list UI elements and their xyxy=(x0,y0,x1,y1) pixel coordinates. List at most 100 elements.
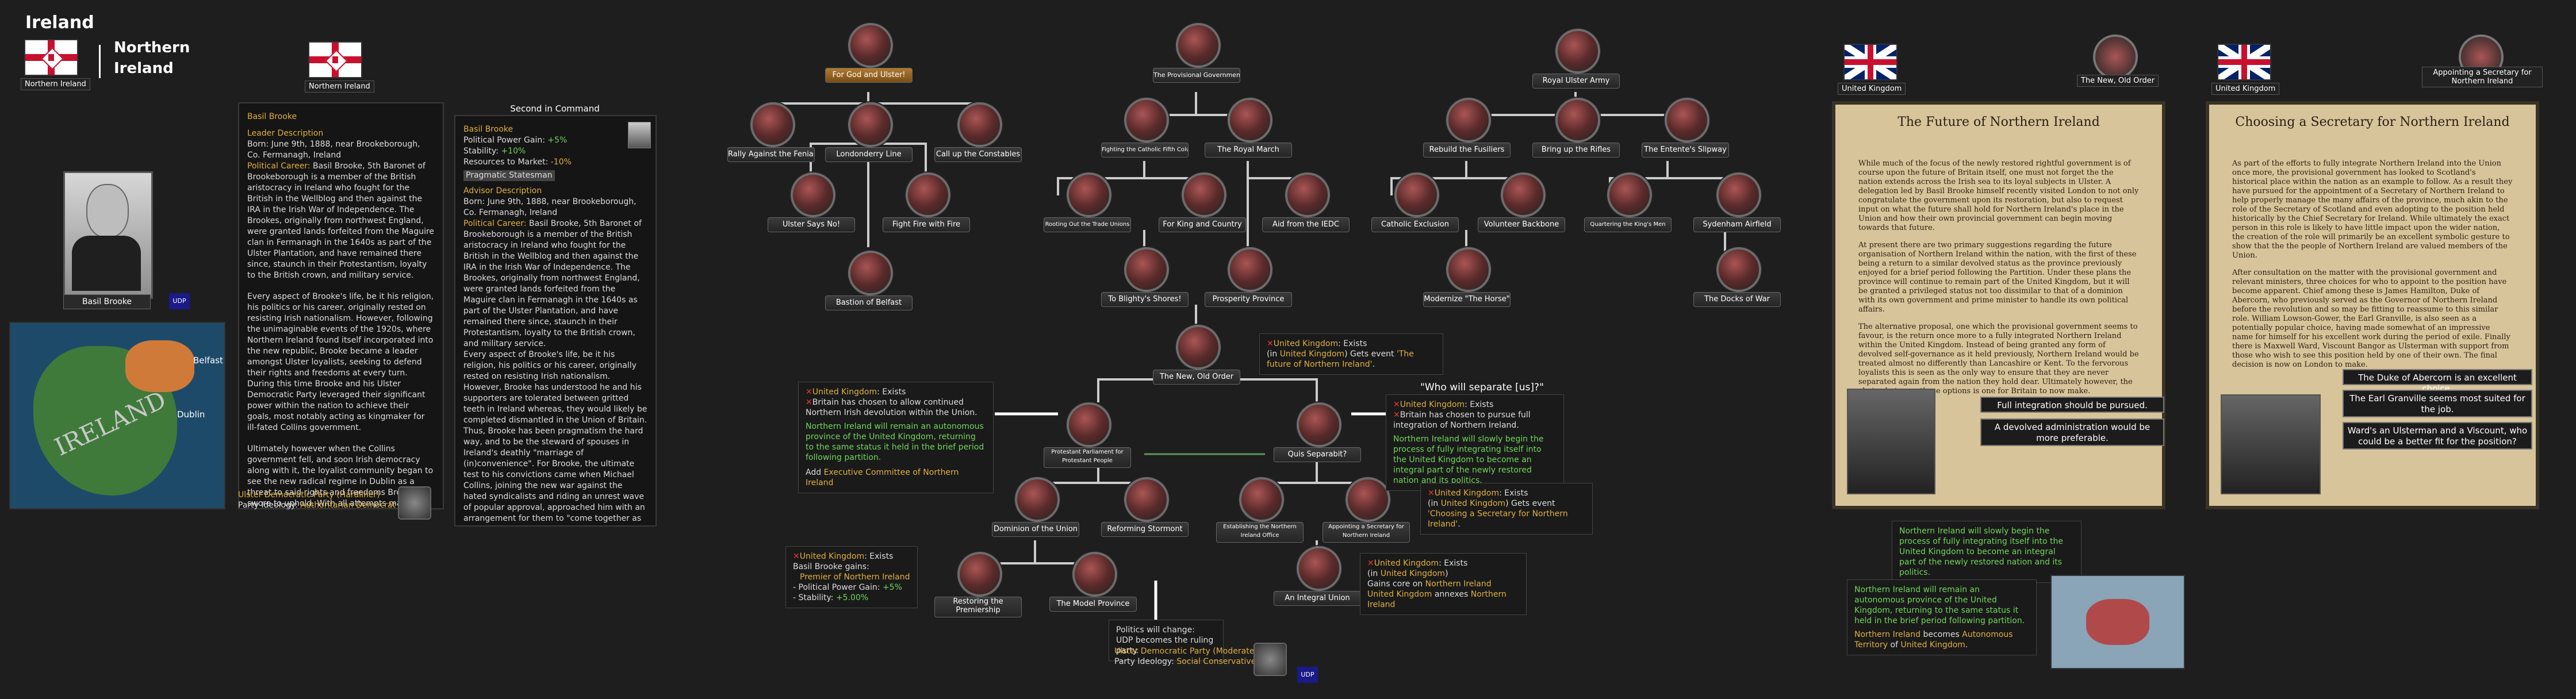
ireland-map[interactable]: IRELAND Belfast Dublin xyxy=(9,322,225,509)
focus-model[interactable]: The Model Province xyxy=(1049,552,1137,621)
e2-opt-ward[interactable]: Ward's an Ulsterman and a Viscount, who … xyxy=(2343,422,2532,450)
t3-line: Britain has chosen to pursue full integr… xyxy=(1393,410,1531,430)
uk-flag-label-1: United Kingdom xyxy=(1838,83,1906,95)
t1-exists: : Exists xyxy=(1338,339,1367,348)
e2-opt-granville[interactable]: The Earl Granville seems most suited for… xyxy=(2343,390,2532,417)
focus-icon xyxy=(1239,477,1284,522)
e1-opt-integration[interactable]: Full integration should be pursued. xyxy=(1980,397,2164,413)
t4-end: . xyxy=(1458,520,1460,529)
focus-rua[interactable]: Royal Ulster Army xyxy=(1532,29,1620,98)
uk-flag-2 xyxy=(2217,44,2271,80)
focus-restoring[interactable]: Restoring the Premiership xyxy=(934,552,1022,621)
t6-country: United Kingdom xyxy=(1374,559,1439,568)
focus-icon xyxy=(791,172,835,217)
focus-royal-march[interactable]: The Royal March xyxy=(1205,98,1292,167)
focus-integral[interactable]: An Integral Union xyxy=(1274,546,1361,615)
mini-map-land xyxy=(2086,599,2149,645)
portrait-suit-icon xyxy=(72,236,141,291)
second-panel: Basil Brooke Political Power Gain: +5% S… xyxy=(454,115,657,527)
x-icon: ✕ xyxy=(806,398,812,407)
second-stab: Stability: xyxy=(463,147,501,156)
party-badge: UDP xyxy=(169,293,190,309)
e2-opt-abercorn[interactable]: The Duke of Abercorn is an excellent cho… xyxy=(2343,369,2532,394)
focus-fusiliers[interactable]: Rebuild the Fusiliers xyxy=(1423,98,1511,167)
t10-uk: United Kingdom xyxy=(1900,640,1965,650)
focus-icon xyxy=(1446,247,1491,292)
t2-add: Executive Committee of Northern Ireland xyxy=(806,468,959,487)
focus-sydenham[interactable]: Sydenham Airfield xyxy=(1693,172,1781,241)
focus-icon xyxy=(906,172,950,217)
event-future-ni[interactable]: The Future of Northern Ireland While muc… xyxy=(1832,101,2165,509)
t8-party: Ulster Democratic Party (Moderates) xyxy=(1114,647,1262,656)
party-emblem-icon xyxy=(398,486,431,520)
event-photo xyxy=(1847,389,1935,494)
udp-emblem-icon xyxy=(1254,643,1287,676)
leader-desc-head: Leader Description xyxy=(247,129,324,138)
focus-king-country[interactable]: For King and Country xyxy=(1159,172,1246,241)
event-photo xyxy=(2221,394,2321,494)
t4-exists: : Exists xyxy=(1499,489,1528,498)
focus-new-old-order[interactable]: The New, Old Order xyxy=(1153,325,1240,394)
second-title: Second in Command xyxy=(510,103,600,114)
focus-docks[interactable]: The Docks of War xyxy=(1693,247,1781,316)
t1-event: 'The future of Northern Ireland' xyxy=(1267,350,1414,369)
focus-prosperity[interactable]: Prosperity Province xyxy=(1205,247,1292,316)
second-p2: Every aspect of Brooke's life, be it his… xyxy=(463,350,647,525)
focus-slipway[interactable]: The Entente's Slipway xyxy=(1642,98,1729,167)
focus-icon xyxy=(750,102,795,147)
focus-for-god[interactable]: For God and Ulster! xyxy=(825,23,913,92)
t1-country: United Kingdom xyxy=(1273,339,1339,348)
focus-rooting[interactable]: Rooting Out the Trade Unions xyxy=(1044,172,1131,241)
focus-catholic-fifth[interactable]: Fighting the Catholic Fifth Column xyxy=(1101,98,1189,167)
focus-icon xyxy=(1228,98,1272,143)
mini-map[interactable] xyxy=(2050,575,2185,669)
focus-ulster-says-no[interactable]: Ulster Says No! xyxy=(768,172,855,241)
e2-p1: As part of the efforts to fully integrat… xyxy=(2232,159,2513,260)
focus-modernize[interactable]: Modernize "The Horse" xyxy=(1423,247,1511,316)
focus-quis[interactable]: Quis Separabit? xyxy=(1274,402,1361,471)
focus-reforming[interactable]: Reforming Stormont xyxy=(1101,477,1189,546)
t5-gains: Basil Brooke gains: xyxy=(793,562,869,571)
focus-constables[interactable]: Call up the Constables xyxy=(934,102,1022,171)
focus-appointing[interactable]: Appointing a Secretary for Northern Irel… xyxy=(1322,477,1410,546)
t10-status: Autonomous Territory xyxy=(1854,630,2013,650)
second-born: Born: June 9th, 1888, near Brookeborough… xyxy=(463,197,637,217)
focus-icon xyxy=(848,102,893,147)
x-icon: ✕ xyxy=(793,552,800,561)
tip-new-old-order: ✕United Kingdom: Exists (in United Kingd… xyxy=(1259,333,1443,375)
t2-line: Britain has chosen to allow continued No… xyxy=(806,398,977,417)
focus-aid-ieoc[interactable]: Aid from the IEDC xyxy=(1262,172,1350,241)
focus-volunteer[interactable]: Volunteer Backbone xyxy=(1478,172,1565,241)
focus-dominion[interactable]: Dominion of the Union xyxy=(992,477,1079,546)
focus-icon xyxy=(1555,29,1600,74)
t6-annex-tgt: Northern Ireland xyxy=(1367,590,1506,609)
focus-prot-parliament[interactable]: Protestant Parliament for Protestant Peo… xyxy=(1044,402,1131,471)
t10-mid: becomes xyxy=(1920,630,1962,639)
focus-to-blighty[interactable]: To Blighty's Shores! xyxy=(1101,247,1189,316)
focus-quartering[interactable]: Quartering the King's Men xyxy=(1584,172,1672,241)
divider xyxy=(99,45,101,78)
tip-appointing: ✕United Kingdom: Exists (in United Kingd… xyxy=(1420,483,1593,535)
e1-opt-devolved[interactable]: A devolved administration would be more … xyxy=(1980,418,2164,446)
tip-prot-parliament: ✕United Kingdom: Exists ✕Britain has cho… xyxy=(798,382,994,493)
x-icon: ✕ xyxy=(1267,339,1274,348)
focus-icon xyxy=(1665,98,1709,143)
focus-fight-fire[interactable]: Fight Fire with Fire xyxy=(883,172,970,241)
focus-bastion[interactable]: Bastion of Belfast xyxy=(825,251,913,320)
focus-londonderry[interactable]: Londonderry Line xyxy=(825,102,913,171)
t3-green: Northern Ireland will slowly begin the p… xyxy=(1393,435,1544,485)
t6-country-2: United Kingdom xyxy=(1380,569,1446,578)
t4-country: United Kingdom xyxy=(1434,489,1500,498)
focus-establishing[interactable]: Establishing the Northern Ireland Office xyxy=(1216,477,1304,546)
focus-provisional[interactable]: The Provisional Government xyxy=(1153,23,1240,92)
second-res: Resources to Market: xyxy=(463,158,551,167)
focus-icon xyxy=(957,552,1002,597)
t6-country-3: United Kingdom xyxy=(1367,590,1432,599)
t4-close: ) Gets event xyxy=(1505,499,1555,508)
focus-rifles[interactable]: Bring up the Rifles xyxy=(1532,98,1620,167)
focus-rally[interactable]: Rally Against the Fenians xyxy=(727,102,815,171)
map-land-ni xyxy=(125,340,194,392)
focus-catholic-excl[interactable]: Catholic Exclusion xyxy=(1371,172,1459,241)
t3-exists: : Exists xyxy=(1465,400,1494,409)
t6-gains: Gains core on xyxy=(1367,579,1425,589)
